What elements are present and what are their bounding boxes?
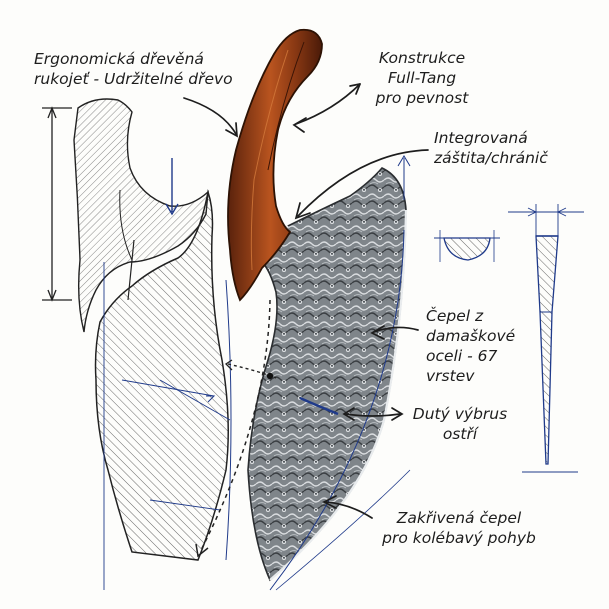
label-bolster-line1: Integrovaná [434,129,528,147]
label-curve-line2: pro kolébavý pohyb [382,529,536,547]
sketch-blade [94,189,229,561]
handle-arrow-icon [183,97,237,135]
blade-guides [269,155,411,591]
label-handle-line2: rukojeť - Udržitelné dřevo [34,70,233,88]
height-dimension [42,106,72,302]
label-curve-line1: Zakřivená čepel [396,509,522,527]
blade-arrow-icon [373,326,419,333]
label-blade-line2: damaškové [426,327,516,345]
sketch-handle [73,98,209,333]
label-curve: Zakřivená čepel pro kolébavý pohyb [374,508,544,548]
label-tang-line2: Full-Tang [387,69,457,87]
label-blade-line1: Čepel z [426,307,484,325]
curve-arrow-icon [325,501,373,519]
label-bolster: Integrovaná záštita/chránič [434,128,548,168]
grind-arrow-icon [345,413,401,417]
label-handle: Ergonomická dřevěná rukojeť - Udržitelné… [34,49,233,89]
label-grind: Dutý výbrus ostří [404,404,516,444]
label-blade-line3: oceli - 67 [426,347,498,365]
label-grind-line2: ostří [442,425,478,443]
rocking-motion-guide [195,299,277,558]
tang-arrow-icon [295,83,361,125]
blade-profile-view [508,204,584,473]
label-tang: Konstrukce Full-Tang pro pevnost [364,48,480,108]
label-blade-line4: vrstev [426,367,475,385]
label-tang-line1: Konstrukce [378,49,466,67]
main-knife [227,28,408,582]
label-blade: Čepel z damaškové oceli - 67 vrstev [426,306,515,386]
down-arrow-icon [165,158,179,216]
annotation-arrows [183,83,429,519]
bolster-arrow-icon [297,149,429,217]
blade-cross-section [434,230,500,262]
label-tang-line3: pro pevnost [375,89,469,107]
sketch-knife [73,98,232,590]
label-handle-line1: Ergonomická dřevěná [34,50,204,68]
label-bolster-line2: záštita/chránič [434,149,548,167]
label-grind-line1: Dutý výbrus [412,405,508,423]
